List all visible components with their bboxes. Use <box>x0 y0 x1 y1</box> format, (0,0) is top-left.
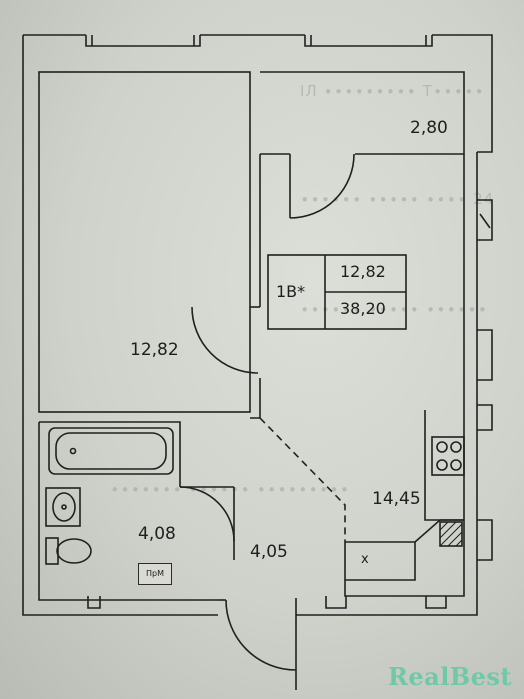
storage-outline <box>260 71 465 155</box>
bath-door-arc <box>179 486 235 542</box>
room-big-outline <box>38 71 251 413</box>
outer-wall-top <box>23 34 493 153</box>
room-label-kitchen: 14,45 <box>372 489 421 509</box>
room-label-hall: 4,05 <box>250 542 288 562</box>
outer-wall-left <box>22 35 218 616</box>
kitchen-outline <box>344 154 465 597</box>
big-room-door-arc <box>191 306 259 374</box>
window-top <box>85 35 433 47</box>
unit-total-area: 38,20 <box>340 299 386 318</box>
hall-dashed-line <box>259 417 346 542</box>
sink-hatch <box>439 521 463 547</box>
entrance-door-arc <box>225 599 297 671</box>
toilet-tank <box>45 537 59 565</box>
bleed-through-text: ІЛ ∙∙∙∙∙∙∙∙∙ Т∙∙∙∙∙ <box>300 82 485 100</box>
kitchen-counter <box>424 410 464 521</box>
bleed-through-text: ∙∙∙∙∙∙ ∙∙∙∙∙ ∙∙∙∙ 24 <box>300 190 495 208</box>
washbasin <box>45 487 81 527</box>
sink-mark: x <box>361 552 369 567</box>
bath-outline-top <box>39 421 181 487</box>
unit-living-area: 12,82 <box>340 262 386 281</box>
room-label-bath: 4,08 <box>138 524 176 544</box>
bleed-through-text: ∙∙∙∙∙∙∙ ∙∙∙∙∙∙ ∙∙∙∙∙∙∙∙∙ <box>110 480 351 498</box>
bathtub <box>48 427 174 475</box>
realbest-watermark: RealBest <box>387 662 512 691</box>
washer-tag: ПрМ <box>138 563 172 585</box>
sink-counter <box>345 541 416 581</box>
toilet-bowl <box>56 538 92 564</box>
bleed-through-text: ∙∙∙∙∙∙ ∙∙∙∙∙ ∙∙∙∙∙∙ <box>300 300 489 318</box>
unit-type-label: 1В* <box>276 282 306 301</box>
stove <box>431 436 465 476</box>
room-label-big: 12,82 <box>130 340 179 360</box>
storage-door-arc <box>289 153 355 219</box>
room-label-storage: 2,80 <box>410 118 448 138</box>
outer-wall-bottom-right <box>296 152 478 616</box>
